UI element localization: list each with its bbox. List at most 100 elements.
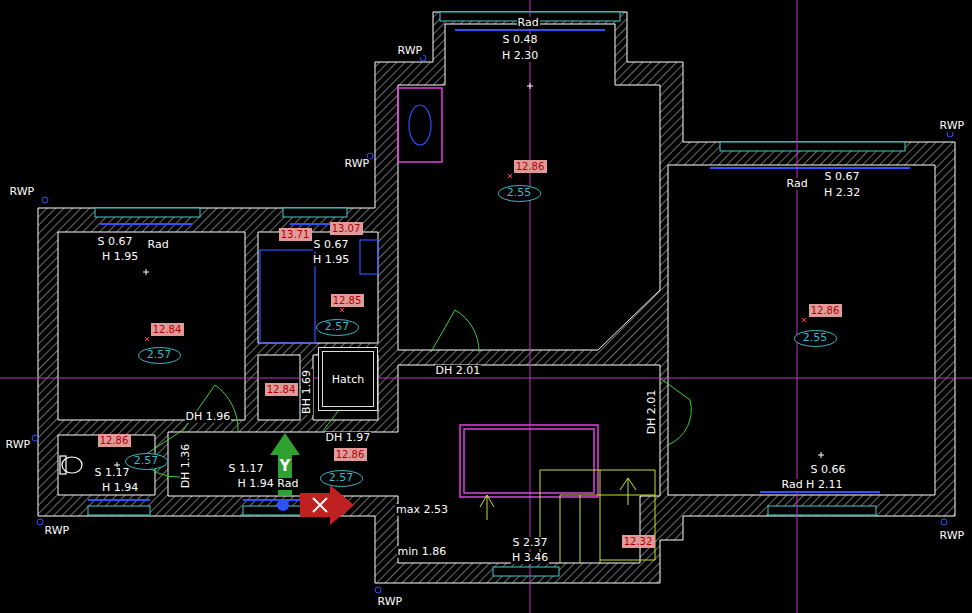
plan-label: S 1.17 (94, 467, 131, 479)
level-tag: 12.86 (514, 160, 547, 173)
node-text: 12.86 (811, 305, 840, 316)
height-ellipse: 2.57 (316, 319, 359, 336)
node-text: 12.84 (267, 384, 296, 395)
rainwater-pipes-part (375, 587, 381, 593)
level-crosses (114, 83, 824, 468)
windows-part (720, 142, 905, 151)
node-text: 12.86 (100, 435, 129, 446)
stairs-part (540, 470, 541, 563)
grid-lines-part (797, 0, 798, 613)
sanitary-part (409, 105, 431, 145)
sanitary-part (60, 456, 66, 474)
radiators-part (710, 167, 910, 169)
plan-label: RWP (5, 439, 32, 451)
plan-label: S 0.66 (810, 464, 847, 476)
plan-label: H 2.30 (501, 50, 539, 62)
radiators-part (100, 223, 192, 225)
rooms (58, 24, 935, 563)
ucs-icon-part (313, 498, 327, 512)
ellipse-shape (316, 319, 358, 335)
node-text: 12.86 (336, 449, 365, 460)
node-text: Hatch (332, 373, 364, 386)
plan-label: S 2.37 (512, 537, 549, 549)
level-tag: 12.84 (151, 323, 184, 336)
axis-letter: Y (279, 458, 292, 474)
doors (140, 310, 691, 477)
radiators-part (760, 491, 880, 493)
sanitary (60, 105, 431, 474)
level-tag: 12.86 (334, 448, 367, 461)
stairs-part (628, 478, 629, 505)
plan-label: S 0.67 (824, 171, 861, 183)
ellipse-shape (498, 185, 540, 201)
plan-label: H 1.94 (101, 482, 139, 494)
windows-part (95, 208, 200, 217)
walls (38, 12, 955, 583)
doors-part (431, 310, 479, 352)
plan-label: S 0.67 (313, 239, 350, 251)
spot-markers (145, 174, 806, 341)
rainwater-pipes-part (42, 197, 48, 203)
plan-label: S 0.48 (502, 34, 539, 46)
rainwater-pipes-part (941, 519, 947, 525)
spot-markers-part (145, 337, 149, 341)
opening-outline-part (464, 429, 594, 493)
walls-part (38, 12, 955, 583)
level-tag: 13.71 (279, 228, 312, 241)
sanitary-part (62, 457, 82, 473)
level-crosses-part (818, 452, 824, 458)
rooms-part (168, 365, 660, 563)
node-text: 12.84 (153, 324, 182, 335)
spot-markers-part (802, 318, 806, 322)
plan-label: RWP (344, 158, 371, 170)
height-ellipse: 2.55 (794, 330, 837, 347)
plan-label: RWP (939, 530, 966, 542)
rainwater-pipes-part (37, 519, 43, 525)
node-text: 12.32 (624, 536, 653, 547)
spot-markers-part (508, 174, 512, 178)
ellipse-shape (320, 470, 362, 486)
plan-label: H 1.95 (101, 251, 139, 263)
windows-part (88, 506, 150, 515)
node-text: 2.55 (507, 187, 532, 199)
windows-part (493, 567, 559, 576)
level-tag: 12.84 (265, 383, 298, 396)
plan-label: RWP (939, 120, 966, 132)
rooms-part (258, 232, 378, 343)
node-text: 12.86 (516, 161, 545, 172)
plan-label: Rad H 2.11 (781, 479, 844, 491)
plan-label: H 3.46 (511, 552, 549, 564)
stairs-part (560, 495, 655, 496)
node-text: 13.07 (332, 223, 361, 234)
rooms-part (58, 232, 245, 420)
sanitary-part (360, 240, 378, 274)
radiators-part (243, 499, 305, 501)
plan-label: H 2.32 (823, 187, 861, 199)
node-text: 2.57 (325, 321, 350, 333)
height-ellipse: 2.57 (320, 470, 363, 487)
plan-label: DH 2.01 (435, 365, 482, 377)
plan-label: RWP (397, 45, 424, 57)
rooms-part (668, 165, 935, 495)
spot-markers-part (340, 308, 344, 312)
ellipse-shape (125, 453, 167, 469)
stairs-part (600, 470, 601, 563)
plan-label: DH 1.96 (185, 411, 232, 423)
height-ellipse: 2.55 (498, 185, 541, 202)
stairs-part (487, 495, 488, 520)
rooms-part (398, 24, 660, 350)
opening-outline (398, 88, 598, 497)
node-text: 2.57 (134, 455, 159, 467)
stairs (480, 470, 655, 563)
plan-label: RWP (44, 525, 71, 537)
stairs-part (620, 478, 636, 490)
plan-label: H 1.94 Rad (237, 478, 300, 490)
height-ellipse: 2.57 (138, 347, 181, 364)
grid-lines-part (0, 378, 972, 379)
plan-label: DH 1.36 (180, 443, 192, 490)
node-text: 2.55 (803, 332, 828, 344)
level-tag: 12.86 (98, 434, 131, 447)
radiators (88, 30, 910, 500)
sanitary-part (260, 250, 315, 343)
